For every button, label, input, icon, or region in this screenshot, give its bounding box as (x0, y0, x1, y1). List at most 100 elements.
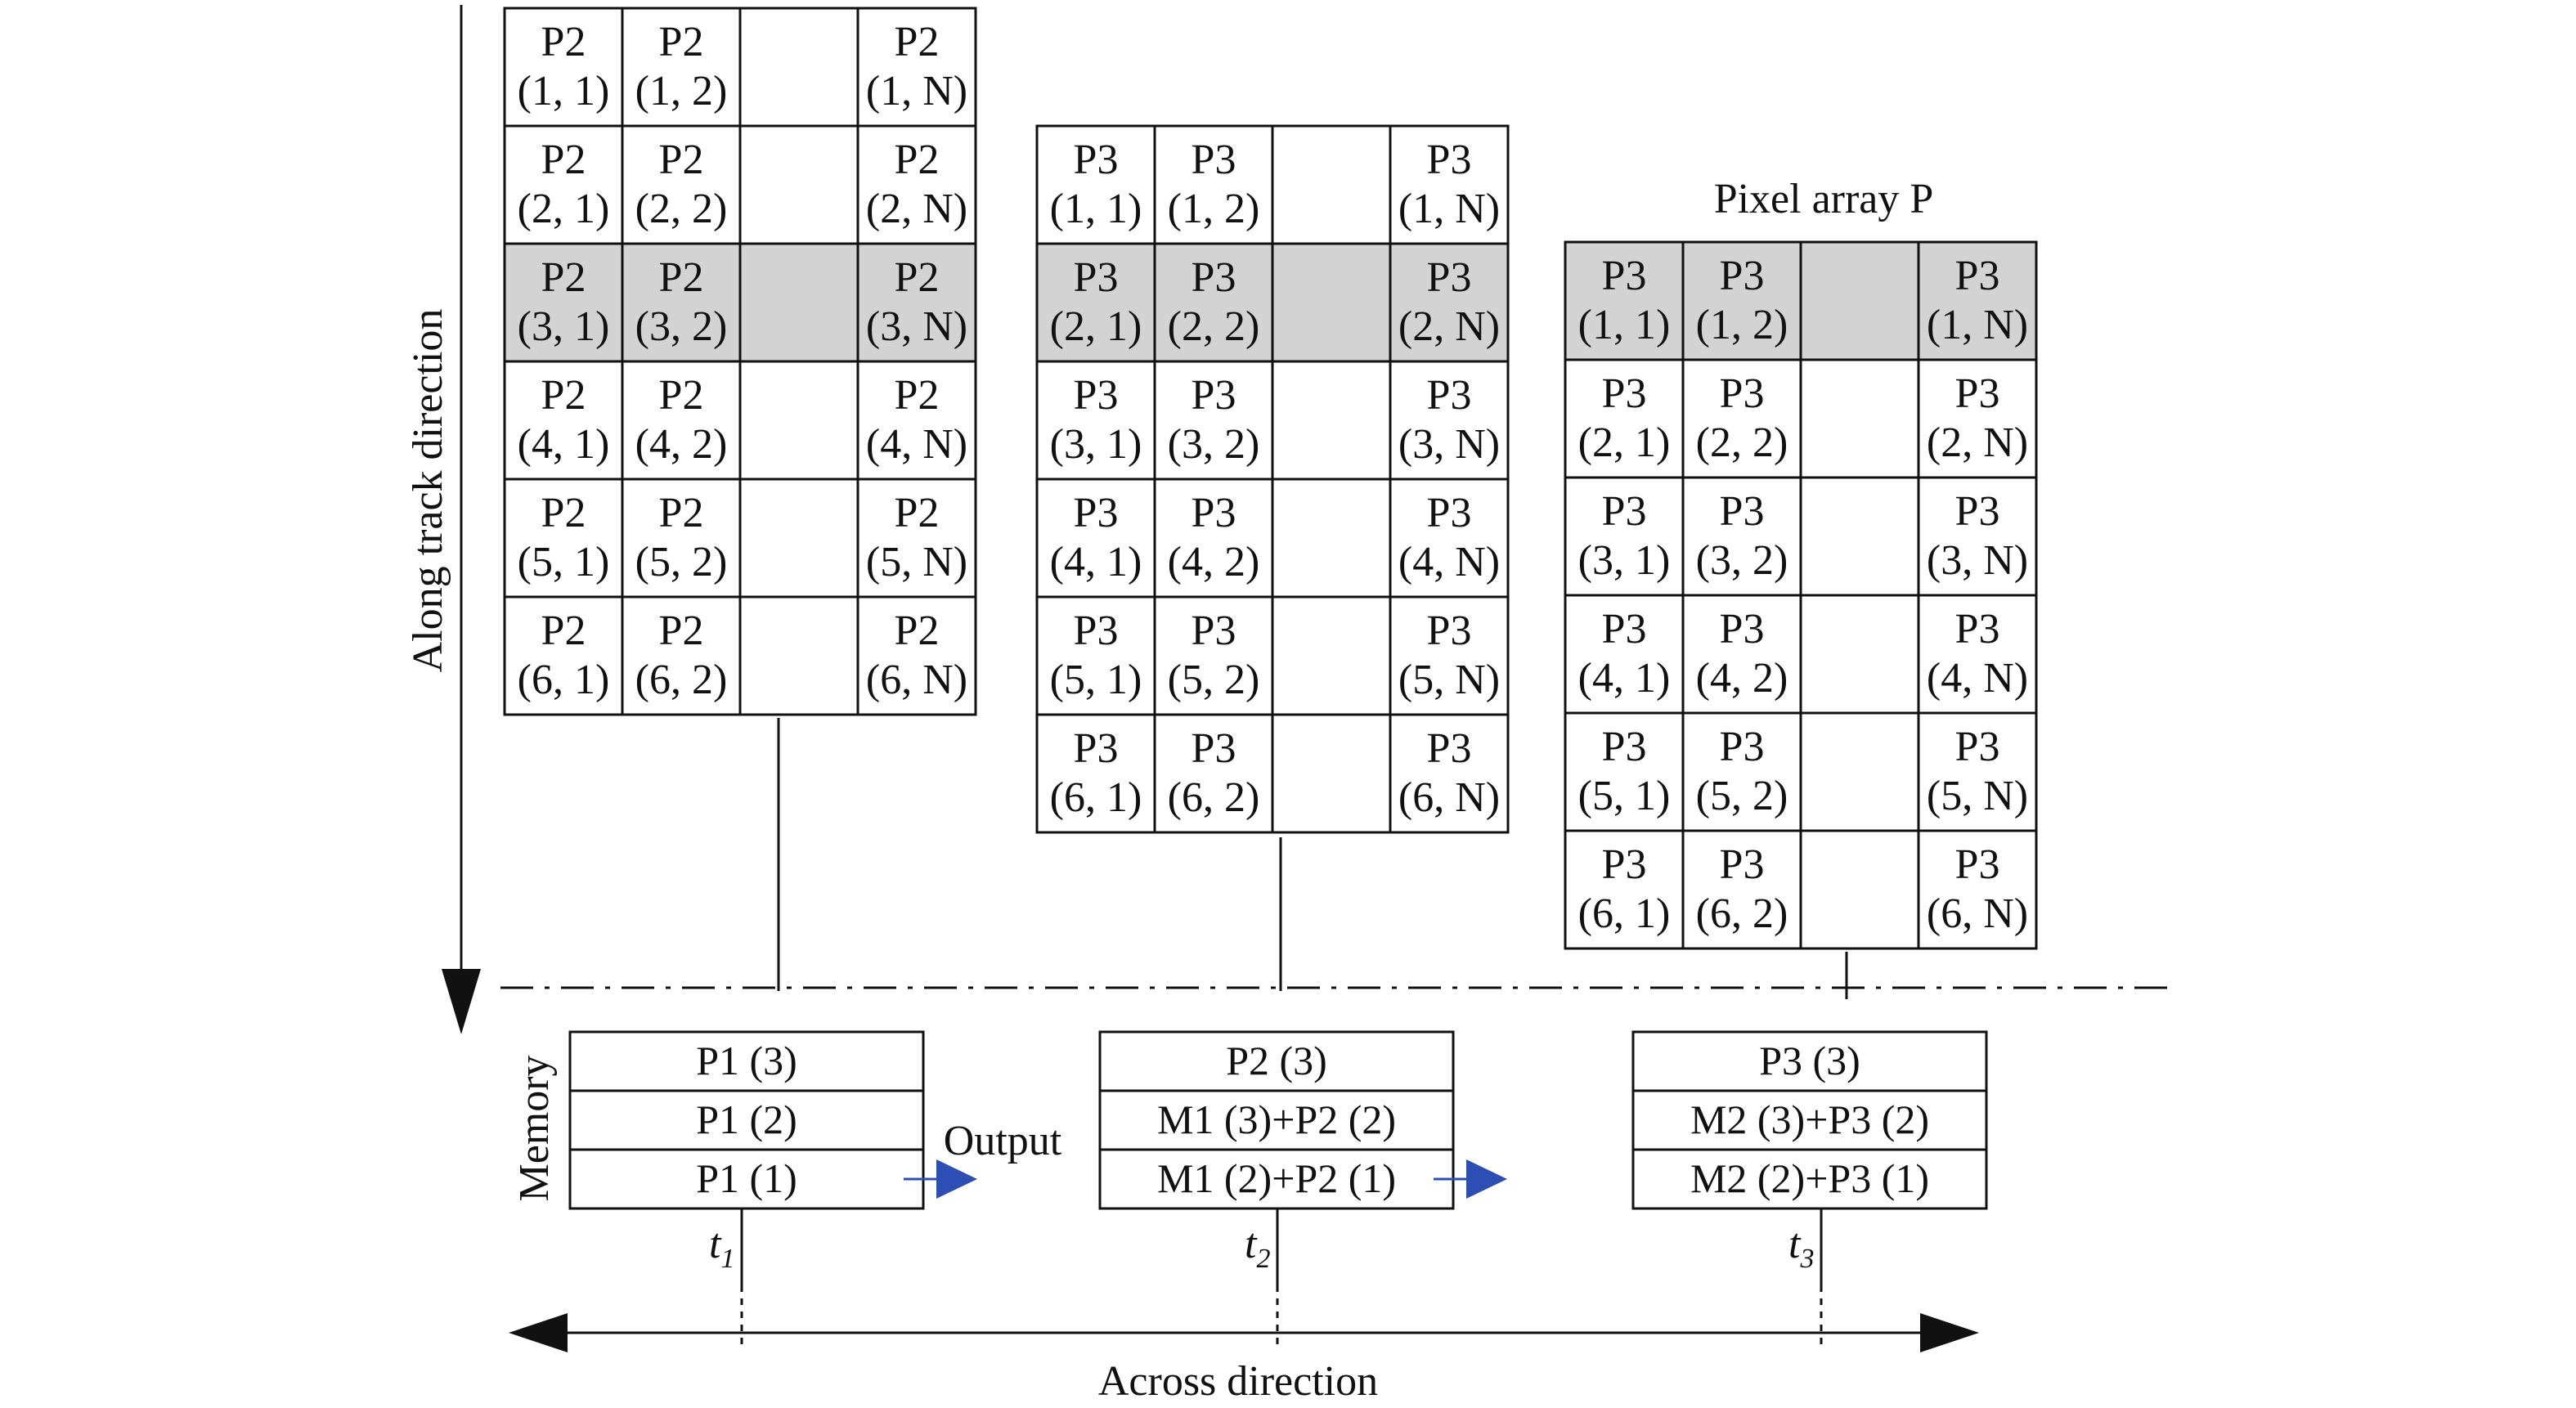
cell-index: (1, 2) (635, 68, 728, 114)
cell-label: P2 (541, 490, 586, 536)
pixel-array-p2: P2(1, 1)P2(1, 2)P2(1, N)P2(2, 1)P2(2, 2)… (503, 7, 977, 716)
cell-label: P3 (1074, 254, 1119, 301)
cell-label: P3 (1192, 725, 1236, 772)
cell-index: (1, N) (1398, 186, 1500, 232)
cell-index: (5, 1) (518, 539, 610, 585)
cell-label: P2 (659, 19, 704, 65)
cell-index: (6, N) (866, 657, 967, 703)
cell-index: (5, 1) (1578, 773, 1671, 819)
cell-index: (2, 1) (518, 186, 610, 232)
cell-label: P2 (895, 19, 940, 65)
cell-index: (3, 1) (1050, 421, 1142, 468)
cell-label: P3 (1602, 606, 1647, 652)
memory-row-text: P1 (1) (696, 1155, 797, 1201)
cell-index: (4, 1) (518, 421, 610, 468)
cell-label: P3 (1602, 370, 1647, 417)
cell-label: P2 (541, 608, 586, 654)
cell-index: (6, 1) (1050, 774, 1142, 821)
memory-row-text: M1 (3)+P2 (2) (1157, 1096, 1396, 1142)
cell-index: (5, N) (866, 539, 967, 585)
memory-row-text: P3 (3) (1759, 1038, 1860, 1083)
cell-index: (1, 2) (1696, 302, 1788, 348)
output-arrow-icon (1466, 1159, 1507, 1199)
cell-index: (2, N) (1927, 419, 2028, 466)
across-arrowhead-right (1920, 1313, 1979, 1352)
output-label: Output (944, 1118, 1062, 1164)
memory-row-text: M1 (2)+P2 (1) (1157, 1155, 1396, 1201)
cell-label: P3 (1427, 490, 1472, 536)
across-direction-label: Across direction (1098, 1358, 1378, 1405)
cell-index: (5, 2) (1168, 657, 1260, 703)
along-track-arrowhead (442, 969, 481, 1034)
cell-index: (3, N) (1927, 537, 2028, 584)
cell-index: (6, 2) (1696, 890, 1788, 937)
cell-label: P2 (659, 608, 704, 654)
along-track-arrow (442, 5, 481, 1034)
cell-label: P3 (1720, 253, 1765, 299)
cell-label: P3 (1192, 137, 1236, 183)
memory-label: Memory (511, 1055, 558, 1201)
cell-index: (6, N) (1398, 774, 1500, 821)
cell-index: (3, 1) (1578, 537, 1671, 584)
cell-label: P3 (1720, 488, 1765, 535)
cell-index: (4, 2) (1696, 655, 1788, 702)
output-arrow-icon (936, 1159, 977, 1199)
cell-label: P3 (1955, 841, 2000, 888)
cell-label: P2 (895, 372, 940, 419)
cell-index: (5, 1) (1050, 657, 1142, 703)
cell-label: P3 (1602, 841, 1647, 888)
cell-index: (4, N) (1927, 655, 2028, 702)
cell-label: P2 (541, 137, 586, 183)
cell-index: (5, N) (1927, 773, 2028, 819)
cell-label: P3 (1720, 724, 1765, 770)
cell-label: P3 (1427, 372, 1472, 419)
cell-label: P2 (541, 254, 586, 301)
cell-index: (2, 2) (1168, 303, 1260, 350)
cell-index: (6, N) (1927, 890, 2028, 937)
cell-index: (2, 2) (1696, 419, 1788, 466)
cell-label: P3 (1955, 724, 2000, 770)
cell-label: P3 (1427, 254, 1472, 301)
cell-label: P2 (659, 490, 704, 536)
cell-label: P2 (895, 490, 940, 536)
cell-label: P3 (1720, 841, 1765, 888)
cell-index: (2, 1) (1578, 419, 1671, 466)
cell-index: (3, N) (866, 303, 967, 350)
cell-label: P3 (1955, 253, 2000, 299)
memory-row-text: P1 (3) (696, 1038, 797, 1083)
cell-index: (4, 1) (1050, 539, 1142, 585)
cell-label: P2 (541, 372, 586, 419)
cell-label: P3 (1427, 725, 1472, 772)
time-label: t2 (1245, 1221, 1270, 1274)
cell-index: (3, 2) (635, 303, 728, 350)
cell-index: (2, 1) (1050, 303, 1142, 350)
cell-index: (1, 1) (518, 68, 610, 114)
cell-index: (6, 2) (1168, 774, 1260, 821)
cell-label: P3 (1192, 254, 1236, 301)
cell-index: (1, 1) (1050, 186, 1142, 232)
cell-label: P2 (541, 19, 586, 65)
cell-label: P3 (1074, 490, 1119, 536)
cell-label: P2 (659, 137, 704, 183)
cell-label: P3 (1192, 372, 1236, 419)
cell-label: P2 (895, 137, 940, 183)
cell-label: P3 (1074, 137, 1119, 183)
memory-block-t2: P2 (3) M1 (3)+P2 (2) M1 (2)+P2 (1) t2 (1098, 1030, 1507, 1349)
cell-label: P2 (659, 372, 704, 419)
pixel-array-p3-shifted-1: P3(1, 1)P3(1, 2)P3(1, N)P3(2, 1)P3(2, 2)… (1035, 124, 1510, 834)
cell-label: P3 (1074, 608, 1119, 654)
cell-label: P3 (1720, 370, 1765, 417)
cell-index: (6, 1) (1578, 890, 1671, 937)
cell-index: (4, N) (866, 421, 967, 468)
cell-label: P2 (895, 254, 940, 301)
cell-index: (6, 1) (518, 657, 610, 703)
memory-row-text: P1 (2) (696, 1096, 797, 1142)
cell-label: P3 (1955, 370, 2000, 417)
cell-label: P3 (1192, 608, 1236, 654)
cell-index: (3, 2) (1168, 421, 1260, 468)
memory-row-text: M2 (2)+P3 (1) (1690, 1155, 1929, 1201)
cell-label: P3 (1602, 488, 1647, 535)
pixel-array-p3-shifted-2: P3(1, 1)P3(1, 2)P3(1, N)P3(2, 1)P3(2, 2)… (1564, 240, 2038, 950)
memory-row-text: P2 (3) (1226, 1038, 1327, 1083)
